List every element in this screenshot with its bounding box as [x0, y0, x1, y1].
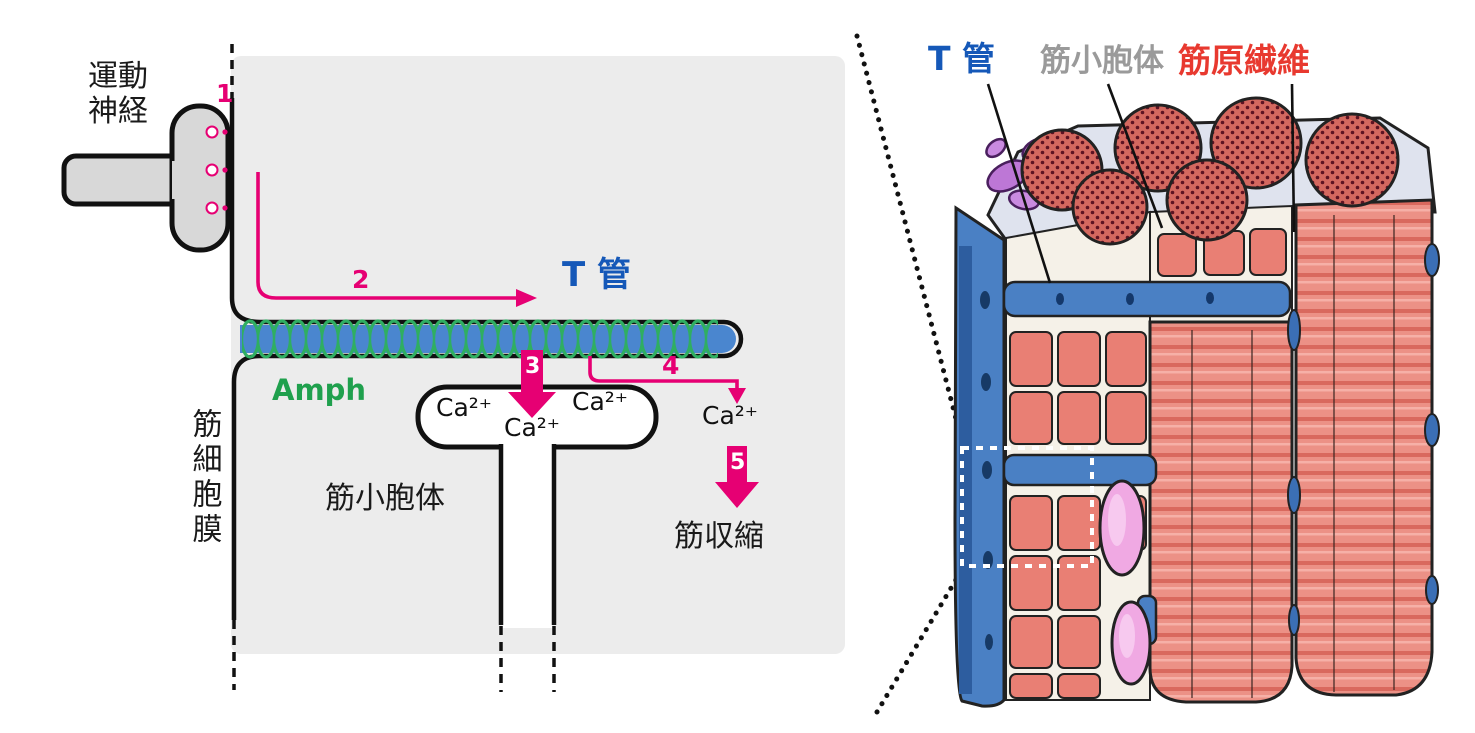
muscle-fiber-illustration [953, 83, 1440, 708]
step-1-number: 1 [216, 79, 234, 108]
t-tubule-label-left: T 管 [562, 255, 632, 295]
sr-label-left: 筋小胞体 [325, 481, 445, 516]
myofibril-cut-blocks-upper [1157, 228, 1287, 277]
motor-nerve-label-line2: 神経 [88, 93, 148, 129]
cell-membrane-dashed-segments [230, 44, 556, 692]
step-5-number: 5 [730, 450, 746, 475]
calcium-label-2: Ca²⁺ [572, 387, 628, 416]
myofibril-cut-blocks [1009, 331, 1147, 699]
calcium-label-4: Ca²⁺ [702, 401, 758, 430]
motor-nerve-label-line1: 運動 [88, 59, 148, 94]
amphiphysin-label: Amph [272, 373, 367, 407]
t-tubule-label-right: T 管 [928, 39, 995, 78]
step-4-number: 4 [662, 351, 680, 380]
myofibril-label-right: 筋原繊維 [1178, 41, 1310, 80]
step-2-number: 2 [352, 265, 370, 294]
calcium-release-arrow-step3 [508, 350, 556, 418]
sr-label-right: 筋小胞体 [1040, 43, 1164, 79]
calcium-label-3: Ca²⁺ [504, 413, 560, 442]
amphiphysin-coil [242, 317, 718, 361]
calcium-label-1: Ca²⁺ [436, 393, 492, 422]
step-3-number: 3 [525, 354, 541, 379]
zoom-region-box [960, 446, 1094, 568]
mitochondria-ovals [1098, 479, 1152, 686]
signal-path-step2 [256, 172, 537, 307]
myofibril-cross-sections [1020, 96, 1400, 246]
t-tubule-edge-notches [1287, 243, 1440, 636]
motor-nerve-label: 運動神経 [88, 59, 148, 129]
membrane-label-vertical: 筋細胞膜 [186, 408, 222, 548]
motor-nerve-terminal-shape [61, 103, 231, 253]
myofibril-cylinders [1148, 198, 1440, 704]
contraction-arrow-step5 [715, 446, 759, 508]
calcium-path-step4 [588, 356, 746, 404]
t-tubule-network [1002, 280, 1292, 646]
t-tubule-left-strip [953, 205, 1006, 708]
synaptic-vesicles [205, 125, 228, 215]
label-pointer-lines [986, 83, 1296, 284]
zoom-cone-dotted-lines [854, 33, 966, 715]
contraction-label: 筋収縮 [674, 519, 764, 554]
